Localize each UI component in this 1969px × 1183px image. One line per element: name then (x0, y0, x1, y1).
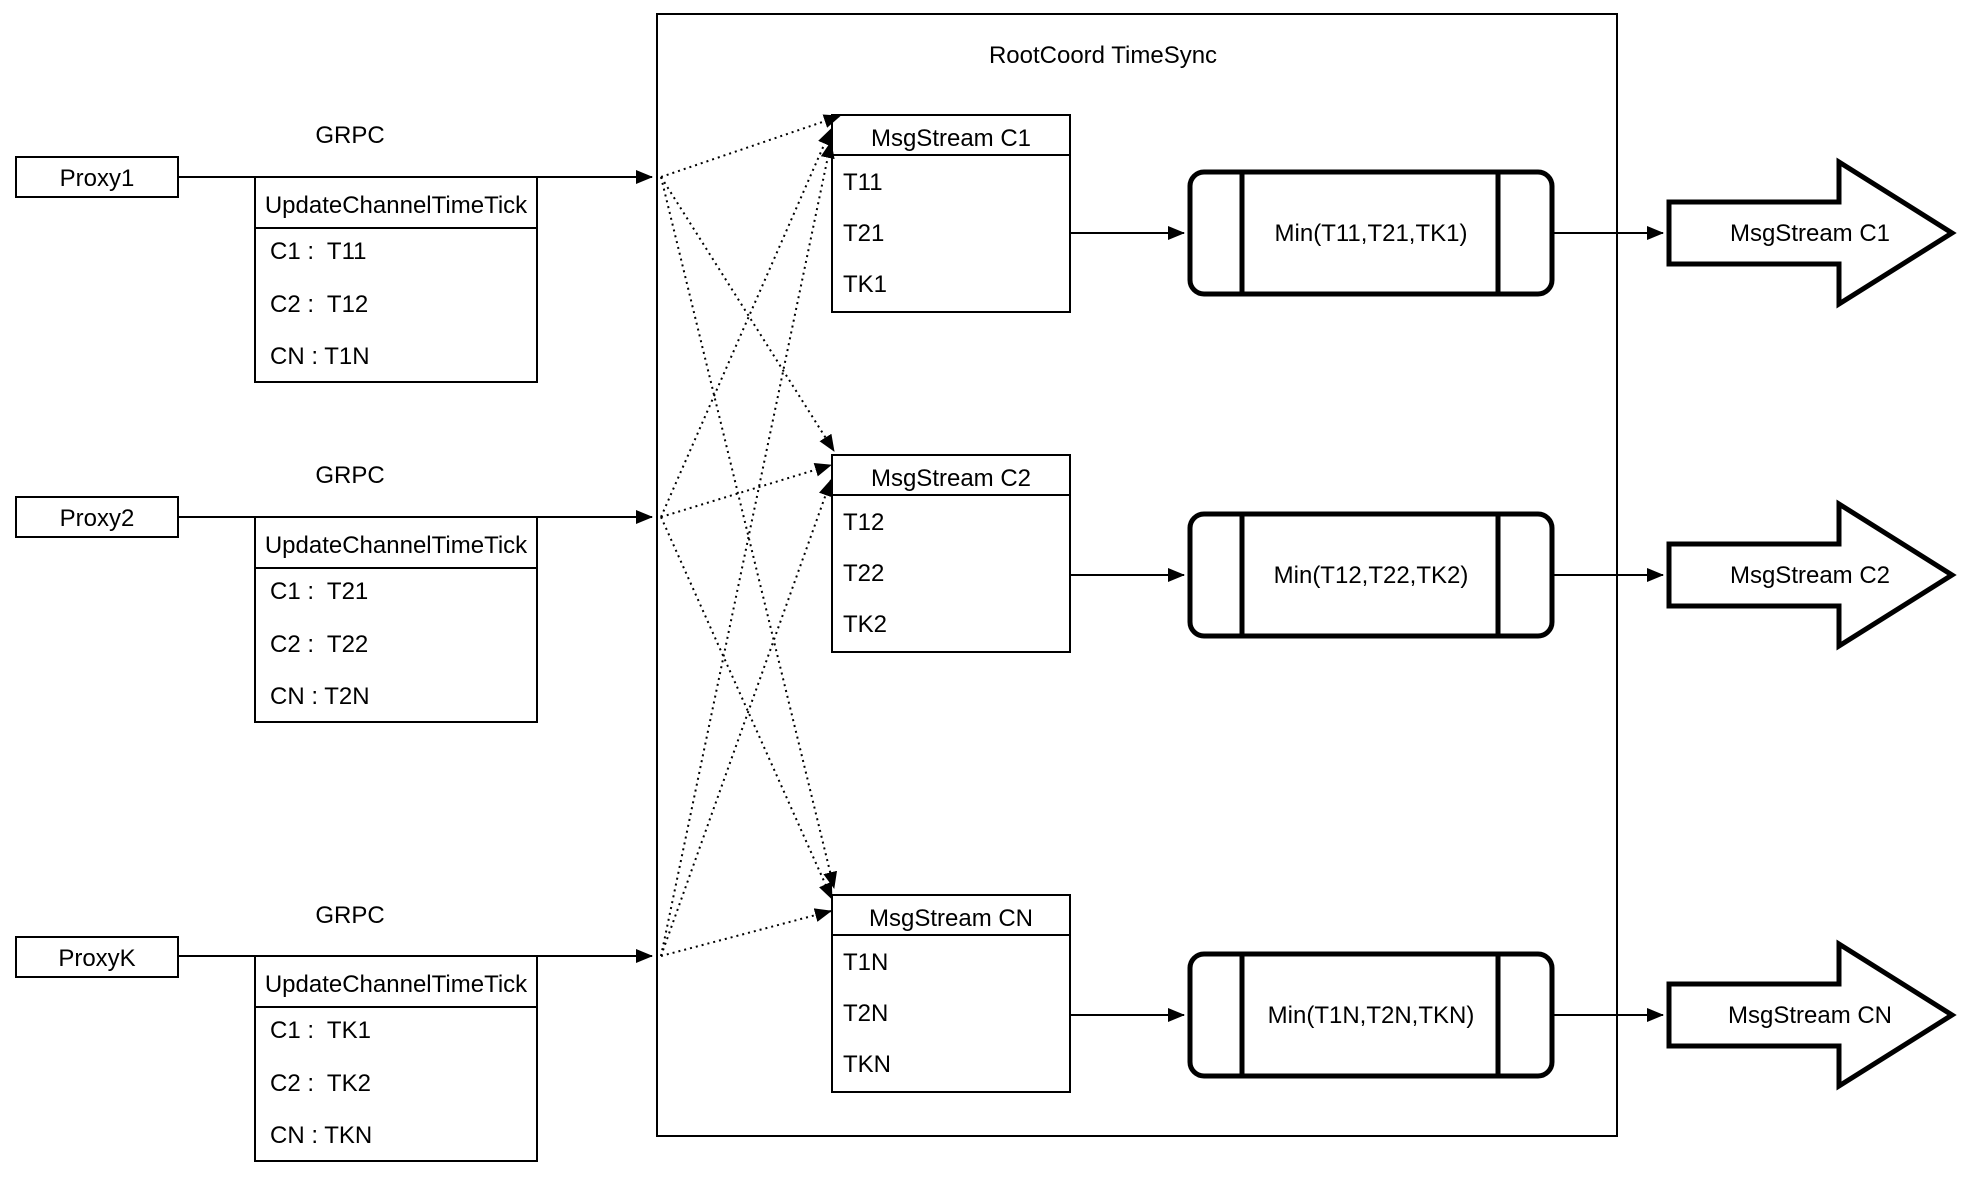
msgstream-c2-table (831, 454, 1071, 653)
msgstream-cn-cell: T1N (843, 949, 888, 976)
msgstream-c1-cell: T21 (843, 220, 884, 247)
min-label-2: Min(T12,T22,TK2) (1274, 562, 1469, 589)
proxy1-box (15, 156, 179, 198)
min-label-3: Min(T1N,T2N,TKN) (1268, 1002, 1475, 1029)
proxyk-label: ProxyK (58, 945, 135, 972)
msgstream-c2-cell: T12 (843, 509, 884, 536)
update-table-3-header: UpdateChannelTimeTick (265, 971, 528, 998)
min-label-1: Min(T11,T21,TK1) (1275, 220, 1468, 247)
msgstream-c2-cell: TK2 (843, 611, 887, 638)
output-arrow-c1-label: MsgStream C1 (1730, 220, 1890, 247)
update-table-2-cell: C1 : T21 (270, 578, 368, 605)
update-table-1-cell: CN : T1N (270, 343, 370, 370)
update-table-3-cell: CN : TKN (270, 1122, 372, 1149)
timetick-arrow-p1-c1 (660, 114, 841, 178)
msgstream-c2-cell: T22 (843, 560, 884, 587)
msgstream-c1-header: MsgStream C1 (871, 125, 1031, 152)
grpc-label-3: GRPC (315, 902, 384, 929)
timetick-arrow-pk-c1 (660, 141, 835, 957)
update-table-1-cell: C2 : T12 (270, 291, 368, 318)
update-table-3-cell: C1 : TK1 (270, 1017, 371, 1044)
msgstream-cn-table (831, 894, 1071, 1093)
update-table-1-header: UpdateChannelTimeTick (265, 192, 528, 219)
output-arrow-c2 (1666, 499, 1957, 651)
rootcoord-title: RootCoord TimeSync (989, 42, 1217, 69)
update-table-1-cell: C1 : T11 (270, 238, 367, 265)
timetick-arrow-p2-c1 (660, 128, 832, 518)
update-table-2-cell: CN : T2N (270, 683, 370, 710)
update-timetick-table-2 (254, 516, 538, 723)
proxy2-box (15, 496, 179, 538)
proxy2-label: Proxy2 (60, 505, 135, 532)
msgstream-cn-cell: TKN (843, 1051, 891, 1078)
timetick-arrow-p1-cn (660, 176, 838, 889)
msgstream-cn-cell: T2N (843, 1000, 888, 1027)
timetick-arrow-p1-c2 (660, 176, 835, 452)
timetick-arrow-p2-cn (660, 516, 833, 900)
msgstream-cn-header: MsgStream CN (869, 905, 1033, 932)
msgstream-c1-table (831, 114, 1071, 313)
msgstream-c1-cell: T11 (843, 169, 883, 196)
msgstream-c1-cell: TK1 (843, 271, 887, 298)
grpc-label-1: GRPC (315, 122, 384, 149)
update-table-2-header: UpdateChannelTimeTick (265, 532, 528, 559)
update-table-3-cell: C2 : TK2 (270, 1070, 371, 1097)
msgstream-c2-header: MsgStream C2 (871, 465, 1031, 492)
proxyk-box (15, 936, 179, 978)
grpc-label-2: GRPC (315, 462, 384, 489)
timetick-arrow-pk-c2 (660, 479, 833, 957)
proxy1-label: Proxy1 (60, 165, 135, 192)
output-arrow-c1 (1666, 157, 1957, 309)
update-table-2-cell: C2 : T22 (270, 631, 368, 658)
update-timetick-table-3 (254, 955, 538, 1162)
output-arrow-c2-label: MsgStream C2 (1730, 562, 1890, 589)
output-arrow-cn-label: MsgStream CN (1728, 1002, 1892, 1029)
output-arrow-cn (1666, 939, 1957, 1091)
